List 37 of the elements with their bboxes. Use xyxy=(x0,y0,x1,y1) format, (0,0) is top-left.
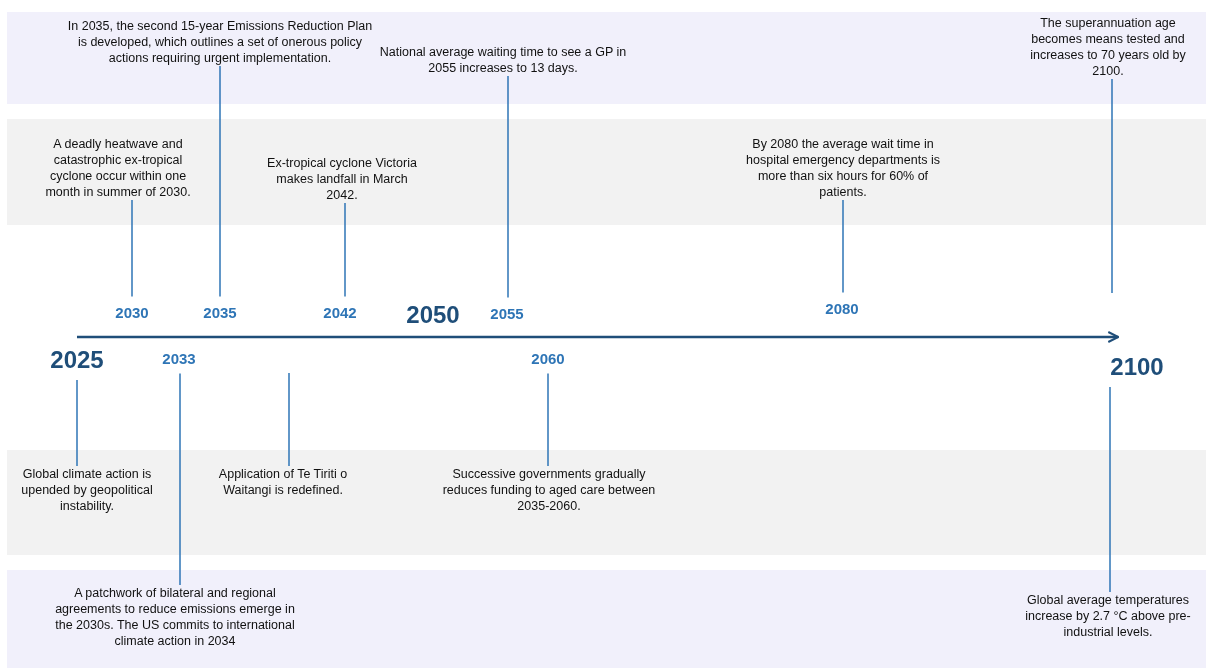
event-text: The superannuation age becomes means tested and increases to 70 years old by 2100. xyxy=(1018,15,1198,79)
event-text: In 2035, the second 15-year Emissions Reduction Plan is developed, which outlines a set of onerous policy actions requiring urgent implementation. xyxy=(67,18,373,66)
year-label: 2060 xyxy=(531,350,565,366)
year-label: 2055 xyxy=(490,305,524,321)
year-label: 2080 xyxy=(825,300,859,316)
connector-line xyxy=(842,199,844,294)
connector-line xyxy=(179,372,181,586)
year-label: 2025 xyxy=(50,348,104,372)
event-text: By 2080 the average wait time in hospital emergency departments is more than six hours for 60% of patients. xyxy=(734,136,952,200)
year-label: 2035 xyxy=(203,304,237,320)
event-text: Successive governments gradually reduces funding to aged care between 2035-2060. xyxy=(435,466,663,514)
event-text: Global average temperatures increase by 2.7 °C above pre-industrial levels. xyxy=(1012,592,1204,640)
year-label: 2033 xyxy=(162,350,196,366)
connector-line xyxy=(76,379,78,467)
connector-line xyxy=(344,202,346,298)
timeline-arrow xyxy=(77,331,1120,343)
event-text: Ex-tropical cyclone Victoria makes landfall in March 2042. xyxy=(267,155,417,203)
year-label: 2042 xyxy=(323,304,357,320)
connector-line xyxy=(1109,386,1111,593)
event-text: Global climate action is upended by geopolitical instability. xyxy=(16,466,158,514)
band-background xyxy=(7,450,1206,555)
band-background xyxy=(7,570,1206,668)
year-label: 2030 xyxy=(115,304,149,320)
event-text: A deadly heatwave and catastrophic ex-tropical cyclone occur within one month in summer of 2030. xyxy=(34,136,202,200)
band-background xyxy=(7,12,1206,104)
connector-line xyxy=(288,372,290,467)
connector-line xyxy=(219,65,221,298)
event-text: A patchwork of bilateral and regional agreements to reduce emissions emerge in the 2030s. The US commits to international climate action in 2034 xyxy=(46,585,304,649)
year-label: 2100 xyxy=(1110,355,1164,379)
event-text: National average waiting time to see a GP in 2055 increases to 13 days. xyxy=(378,44,628,76)
connector-line xyxy=(131,199,133,298)
year-label: 2050 xyxy=(406,303,460,327)
event-text: Application of Te Tiriti o Waitangi is redefined. xyxy=(207,466,359,498)
connector-line xyxy=(1111,78,1113,294)
connector-line xyxy=(547,372,549,467)
band-background xyxy=(7,119,1206,225)
connector-line xyxy=(507,75,509,299)
